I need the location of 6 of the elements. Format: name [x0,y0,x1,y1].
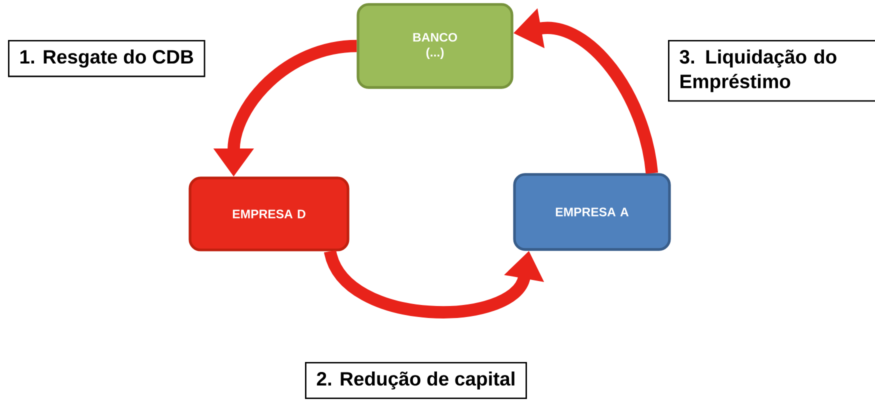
edge-label: 3. Liquidação do Empréstimo [668,40,875,102]
process-box: EMPRESA A [513,173,671,251]
process-box: EMPRESA D [188,176,350,252]
process-box: BANCO (...) [356,3,514,89]
edge-label: 1. Resgate do CDB [8,40,206,78]
edge-label: 2. Redução de capital [305,362,527,399]
